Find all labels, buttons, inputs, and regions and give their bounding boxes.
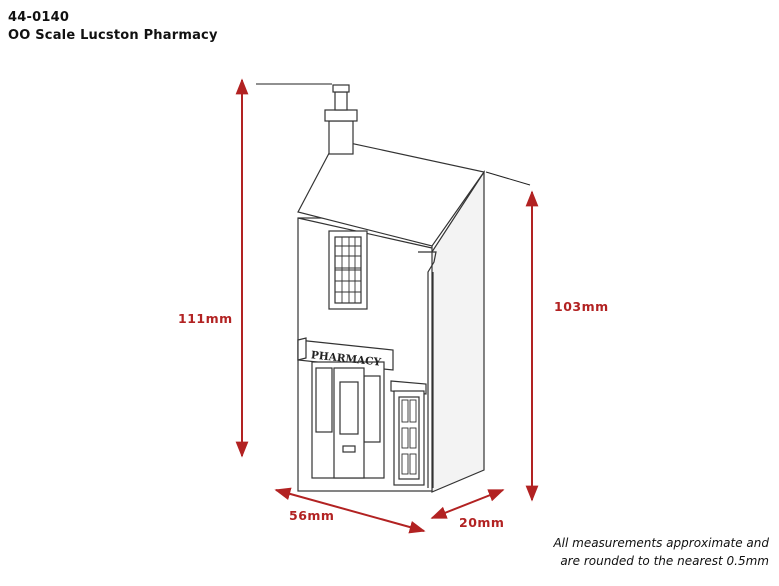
roof (297, 139, 486, 247)
leader-lines (256, 83, 531, 186)
building-model (297, 84, 486, 493)
width-arrow (274, 487, 426, 534)
depth-arrow (430, 489, 505, 519)
shopfront (311, 361, 385, 479)
product-code: 44-0140 (8, 10, 70, 25)
chimney (324, 84, 358, 155)
product-title: OO Scale Lucston Pharmacy (8, 28, 218, 43)
width-label: 56mm (289, 508, 335, 523)
upper-window (328, 230, 368, 310)
downpipe (418, 251, 437, 488)
height-total-label: 111mm (178, 311, 233, 326)
height-eaves-label: 103mm (554, 299, 609, 314)
depth-label: 20mm (459, 515, 505, 530)
side-door (390, 380, 427, 486)
measurement-note-line1: All measurements approximate and (553, 536, 769, 550)
measurement-note-line2: are rounded to the nearest 0.5mm (560, 554, 769, 568)
